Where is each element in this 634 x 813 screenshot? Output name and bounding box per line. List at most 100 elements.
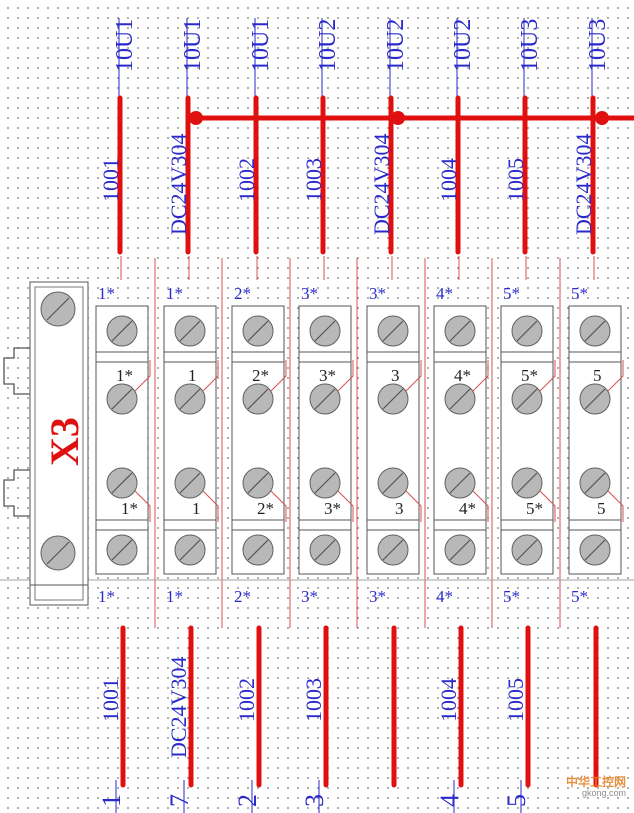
terminal-divider-upper: [500, 351, 554, 363]
terminal-divider-lower: [95, 519, 149, 531]
screw-slot-icon: [247, 320, 269, 342]
top-wire-label: 10U3: [585, 19, 611, 72]
terminal-divider-lower: [568, 519, 622, 531]
top-signal-label: 1005: [503, 158, 528, 202]
terminal-divider-lower: [298, 519, 352, 531]
screw-slot-icon: [111, 539, 133, 561]
internal-link-upper: [472, 360, 489, 392]
terminal-divider-lower: [163, 519, 217, 531]
terminal-divider-upper: [366, 351, 420, 363]
screw-slot-icon: [111, 320, 133, 342]
terminal-divider-lower: [231, 519, 285, 531]
terminal-divider-lower: [433, 519, 487, 531]
inner-mark-upper: 3*: [319, 366, 336, 385]
bottom-number-label: 5: [502, 794, 531, 807]
screw-slot-icon: [382, 388, 404, 410]
screw-slot-icon: [111, 472, 133, 494]
screw-slot-icon: [46, 541, 70, 565]
internal-link-lower: [134, 490, 151, 522]
inner-mark-lower: 1: [192, 499, 201, 518]
internal-link-upper: [134, 360, 151, 392]
screw-slot-icon: [584, 320, 606, 342]
internal-link-lower: [607, 490, 624, 522]
inner-mark-upper: 5: [593, 366, 602, 385]
bottom-terminal-mark: 2*: [234, 587, 251, 606]
top-terminal-mark: 2*: [234, 284, 251, 303]
screw-slot-icon: [382, 472, 404, 494]
top-terminal-mark: 1*: [98, 284, 115, 303]
internal-link-upper: [337, 360, 354, 392]
inner-mark-lower: 2*: [257, 499, 274, 518]
bottom-signal-label: 1003: [301, 678, 326, 722]
screw-slot-icon: [382, 320, 404, 342]
bottom-signal-label: DC24V304: [166, 657, 191, 758]
screw-slot-icon: [449, 472, 471, 494]
inner-mark-lower: 5: [597, 499, 606, 518]
bottom-signal-label: 1005: [503, 678, 528, 722]
inner-mark-upper: 1*: [116, 366, 133, 385]
inner-mark-lower: 1*: [121, 499, 138, 518]
top-signal-label: DC24V304: [369, 134, 394, 235]
inner-mark-upper: 1: [188, 366, 197, 385]
top-terminal-mark: 5*: [571, 284, 588, 303]
internal-link-lower: [337, 490, 354, 522]
top-wire-label: 10U2: [450, 19, 476, 72]
inner-mark-upper: 3: [391, 366, 400, 385]
top-signal-label: 1003: [301, 158, 326, 202]
bottom-terminal-mark: 4*: [436, 587, 453, 606]
screw-slot-icon: [46, 297, 70, 321]
screw-slot-icon: [247, 539, 269, 561]
inner-mark-upper: 5*: [521, 366, 538, 385]
screw-slot-icon: [516, 388, 538, 410]
terminal-strip-label: X3: [42, 417, 87, 466]
bottom-terminal-mark: 5*: [503, 587, 520, 606]
top-signal-label: 1004: [436, 158, 461, 202]
bottom-number-label: 3: [300, 794, 329, 807]
site-watermark: 中华工控网 gkong.com: [565, 774, 626, 799]
bracket-clip-upper: [3, 347, 30, 395]
internal-link-lower: [539, 490, 556, 522]
screw-slot-icon: [516, 472, 538, 494]
screw-slot-icon: [247, 388, 269, 410]
watermark-brand: 中华工控网: [565, 774, 626, 789]
screw-slot-icon: [314, 472, 336, 494]
screw-slot-icon: [314, 539, 336, 561]
screw-slot-icon: [584, 539, 606, 561]
top-wire-label: 10U1: [248, 19, 274, 72]
terminal-divider-lower: [500, 519, 554, 531]
top-wire-label: 10U1: [180, 19, 206, 72]
screw-slot-icon: [179, 388, 201, 410]
bottom-signal-label: 1004: [436, 678, 461, 722]
bottom-terminal-mark: 1*: [98, 587, 115, 606]
watermark-url: gkong.com: [581, 788, 626, 799]
top-signal-label: DC24V304: [166, 134, 191, 235]
bottom-signal-label: 1002: [234, 678, 259, 722]
screw-slot-icon: [382, 539, 404, 561]
top-wire-label: 10U2: [315, 19, 341, 72]
top-terminal-mark: 1*: [166, 284, 183, 303]
terminal-divider-upper: [298, 351, 352, 363]
top-wire-label: 10U2: [383, 19, 409, 72]
inner-mark-upper: 2*: [252, 366, 269, 385]
inner-mark-upper: 4*: [454, 366, 471, 385]
internal-link-upper: [607, 360, 624, 392]
top-wire-label: 10U3: [517, 19, 543, 72]
bracket-clip-lower: [3, 469, 30, 517]
inner-mark-lower: 3*: [324, 499, 341, 518]
screw-slot-icon: [449, 539, 471, 561]
bottom-terminal-mark: 3*: [301, 587, 318, 606]
internal-link-lower: [202, 490, 219, 522]
terminal-divider-upper: [95, 351, 149, 363]
top-signal-label: DC24V304: [571, 134, 596, 235]
bottom-signal-label: 1001: [98, 678, 123, 722]
top-signal-label: 1001: [98, 158, 123, 202]
terminal-divider-upper: [163, 351, 217, 363]
